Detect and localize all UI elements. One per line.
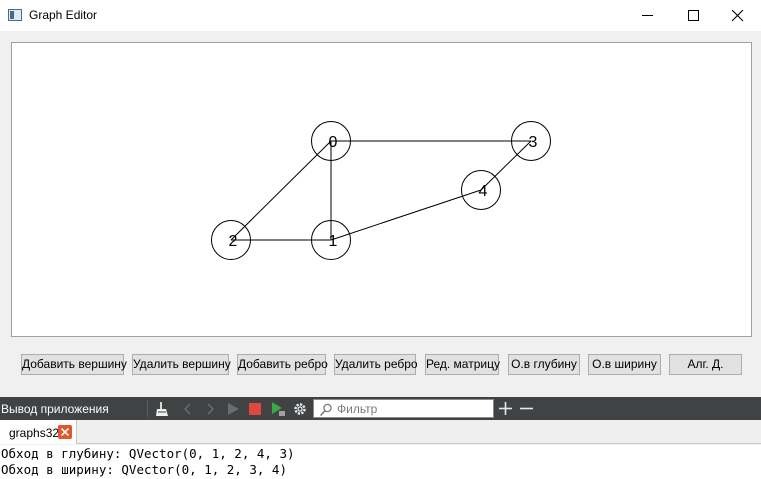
output-tabs: graphs32 — [0, 420, 761, 444]
graph-vertex-label-1: 1 — [329, 233, 338, 250]
search-icon — [319, 403, 332, 417]
output-panel-toolbar: Вывод приложения — [0, 397, 761, 420]
run-debug-icon[interactable] — [270, 401, 286, 417]
graph-vertex-4[interactable] — [461, 170, 501, 210]
add-vertex-button[interactable]: Добавить вершину — [21, 354, 127, 375]
graph-vertex-2[interactable] — [211, 220, 251, 260]
close-icon — [61, 428, 69, 436]
close-button[interactable] — [715, 0, 761, 31]
window-title: Graph Editor — [29, 8, 98, 22]
tab-label: graphs32 — [9, 426, 60, 440]
graph-edge-4-3[interactable] — [480, 140, 532, 191]
plus-icon[interactable] — [498, 401, 513, 416]
title-bar[interactable]: Graph Editor — [0, 0, 761, 31]
graph-edge-0-2[interactable] — [230, 140, 332, 241]
graph-vertex-label-0: 0 — [329, 134, 338, 151]
filter-box[interactable] — [313, 399, 494, 418]
dijkstra-button[interactable]: Алг. Д. — [669, 354, 742, 375]
graph-vertex-1[interactable] — [311, 220, 351, 260]
graph-vertex-0[interactable] — [311, 121, 351, 161]
delete-vertex-button[interactable]: Удалить вершину — [132, 354, 231, 375]
stop-icon[interactable] — [247, 401, 263, 417]
edit-matrix-button[interactable]: Ред. матрицу — [425, 354, 500, 375]
bfs-button[interactable]: О.в ширину — [588, 354, 661, 375]
minimize-icon — [642, 15, 653, 16]
minimize-button[interactable] — [625, 0, 671, 31]
chevron-left-icon[interactable] — [180, 401, 196, 417]
graph-vertex-3[interactable] — [511, 121, 551, 161]
graph-canvas[interactable]: 0 1 2 3 4 — [11, 42, 752, 337]
graph-vertex-label-2: 2 — [229, 233, 238, 250]
graph-vertex-label-4: 4 — [479, 183, 488, 200]
tab-close-button[interactable] — [58, 425, 72, 439]
maximize-button[interactable] — [671, 0, 717, 31]
maximize-icon — [688, 10, 699, 21]
add-edge-button[interactable]: Добавить ребро — [237, 354, 328, 375]
output-line-dfs: Обход в глубину: QVector(0, 1, 2, 4, 3) — [1, 446, 295, 461]
output-panel-title: Вывод приложения — [1, 402, 109, 416]
dfs-button[interactable]: О.в глубину — [508, 354, 580, 375]
filter-input[interactable] — [337, 401, 487, 416]
output-line-bfs: Обход в ширину: QVector(0, 1, 2, 3, 4) — [1, 462, 287, 477]
delete-edge-button[interactable]: Удалить ребро — [334, 354, 418, 375]
graph-edge-1-4[interactable] — [330, 189, 482, 241]
tab-graphs32[interactable]: graphs32 — [0, 420, 77, 444]
minus-icon[interactable] — [519, 401, 534, 416]
toolbar-separator — [147, 400, 148, 417]
clear-icon[interactable] — [155, 401, 171, 417]
app-icon — [8, 9, 22, 21]
gear-icon[interactable] — [292, 401, 308, 417]
chevron-right-icon[interactable] — [202, 401, 218, 417]
close-icon — [732, 10, 744, 22]
graph-vertex-label-3: 3 — [529, 134, 538, 151]
play-icon[interactable] — [225, 401, 241, 417]
graph-drawing[interactable]: 0 1 2 3 4 — [12, 43, 751, 336]
output-text[interactable]: Обход в глубину: QVector(0, 1, 2, 4, 3) … — [0, 445, 761, 479]
